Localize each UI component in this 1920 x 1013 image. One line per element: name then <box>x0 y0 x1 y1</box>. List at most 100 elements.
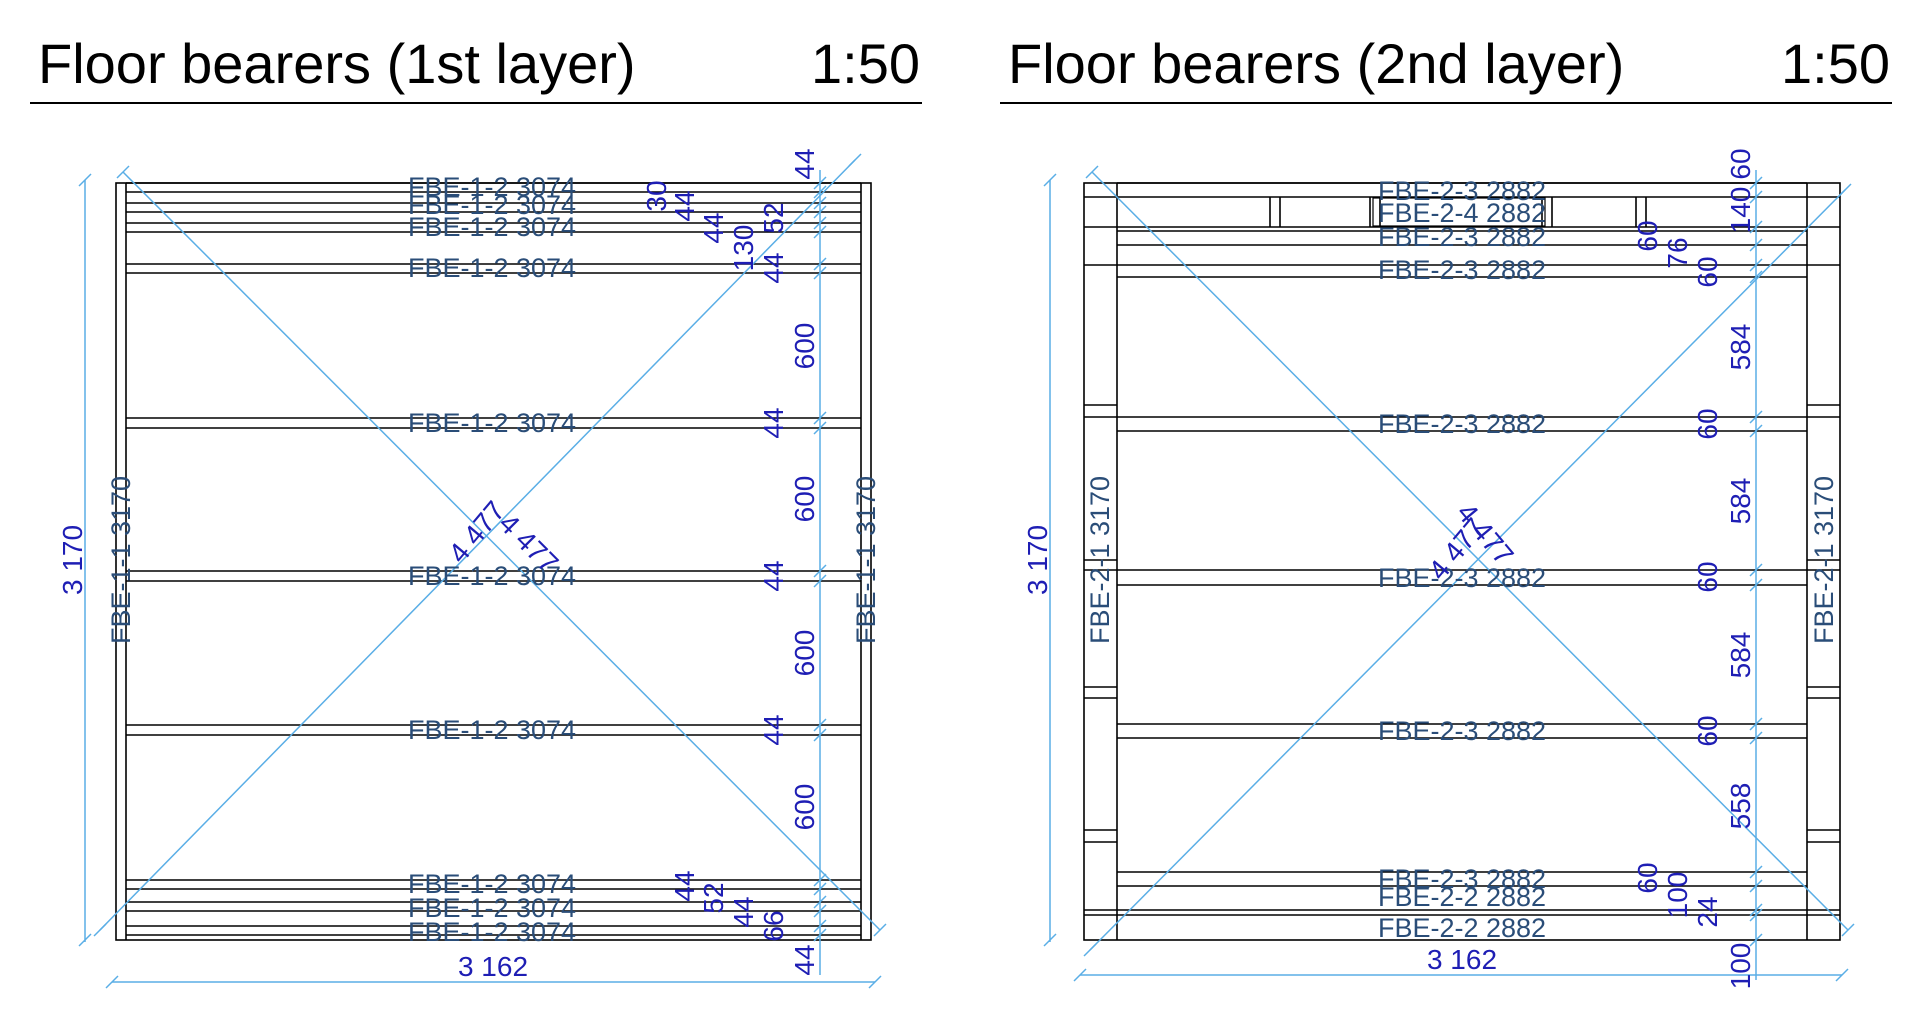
beam <box>1084 909 1840 916</box>
beam-label-box <box>1372 197 1546 227</box>
side-bearer-label: FBE-1-1 3170 <box>106 476 136 644</box>
plan-heading-1st-layer: Floor bearers (1st layer) 1:50 <box>30 30 922 104</box>
beam <box>126 263 861 274</box>
beam-label: FBE-2-2 2882 <box>1378 882 1546 912</box>
beam-label: FBE-1-2 3074 <box>408 715 576 745</box>
spacing-dim: 600 <box>789 630 820 677</box>
spacing-dim: 60 <box>1725 148 1756 179</box>
overall-height-dim: 3 170 <box>57 525 88 595</box>
beam-dim: 60 <box>1692 715 1723 746</box>
beam-label: FBE-1-2 3074 <box>408 253 576 283</box>
diagonal-line <box>1089 189 1846 951</box>
beam-label: FBE-2-3 2882 <box>1378 255 1546 285</box>
spacing-dim: 600 <box>789 476 820 523</box>
beam-dim: 60 <box>1692 408 1723 439</box>
beam <box>126 879 861 890</box>
beam <box>126 570 861 582</box>
overall-width-dim: 3 162 <box>458 951 528 982</box>
beam-dim: 60 <box>1632 220 1663 251</box>
beam-label: FBE-1-2 3074 <box>408 190 576 220</box>
beam <box>1117 723 1807 739</box>
plan-1st-layer <box>115 182 872 941</box>
beam-dim: 52 <box>698 882 729 913</box>
beam <box>126 724 861 736</box>
beam <box>1117 182 1807 198</box>
beam-label: FBE-2-2 2882 <box>1378 913 1546 943</box>
beam-labels-2: FBE-2-3 2882 FBE-2-4 2882 FBE-2-3 2882 F… <box>1378 176 1546 943</box>
spacing-dim: 44 <box>789 148 820 179</box>
spacing-dim: 44 <box>789 944 820 975</box>
beam-labels-1: FBE-1-2 3074 FBE-1-2 3074 FBE-1-2 3074 F… <box>408 172 576 947</box>
beam-label: FBE-1-2 3074 <box>408 893 576 923</box>
beam-dim: 60 <box>1692 256 1723 287</box>
beam <box>1117 871 1807 887</box>
diagonal-line <box>122 171 881 931</box>
beam-label: FBE-1-2 3074 <box>408 172 576 202</box>
beam-dim: 130 <box>728 225 759 272</box>
beam-label: FBE-1-2 3074 <box>408 561 576 591</box>
spacing-dim: 140 <box>1725 187 1756 234</box>
beam-dim: 66 <box>758 910 789 941</box>
beam-label: FBE-1-2 3074 <box>408 917 576 947</box>
beam-dim: 44 <box>698 212 729 243</box>
spacing-dim: 584 <box>1725 632 1756 679</box>
beam-dim: 100 <box>1662 872 1693 919</box>
beam <box>1117 416 1807 432</box>
beam-label: FBE-2-4 2882 <box>1378 198 1546 228</box>
overall-width-dim: 3 162 <box>1427 944 1497 975</box>
side-bearer-label: FBE-2-1 3170 <box>1085 476 1115 644</box>
plan-scale: 1:50 <box>811 32 920 95</box>
beam-dim: 44 <box>758 252 789 283</box>
plan-title: Floor bearers (2nd layer) <box>1008 32 1625 95</box>
beam-dim: 60 <box>1692 561 1723 592</box>
beam-label: FBE-2-3 2882 <box>1378 409 1546 439</box>
spacing-dim: 100 <box>1725 943 1756 990</box>
spacing-dims-1: 44 600 44 600 44 600 44 600 44 <box>758 148 820 975</box>
plan-title: Floor bearers (1st layer) <box>38 32 636 95</box>
spacing-dim: 44 <box>758 714 789 745</box>
beam-label: FBE-1-2 3074 <box>408 408 576 438</box>
beam-label: FBE-2-3 2882 <box>1378 222 1546 252</box>
beam-dim: 44 <box>669 190 700 221</box>
plan-scale: 1:50 <box>1781 32 1890 95</box>
diagonal-line <box>99 159 856 931</box>
beam-dims-2: 60 76 60 60 60 60 60 100 24 <box>1632 220 1723 927</box>
beam <box>126 901 861 912</box>
side-bearer-label: FBE-2-1 3170 <box>1809 476 1839 644</box>
blocking <box>1269 197 1647 227</box>
plan-2nd-layer <box>1083 182 1841 941</box>
guide-lines-1 <box>78 153 887 989</box>
beam-label: FBE-1-2 3074 <box>408 212 576 242</box>
beam-label: FBE-2-3 2882 <box>1378 563 1546 593</box>
side-block-marks <box>1084 196 1840 843</box>
beam-dims-1: 30 44 44 130 52 44 44 52 44 66 <box>641 180 789 941</box>
spacing-dim: 600 <box>789 784 820 831</box>
diagonal-line <box>1091 171 1849 931</box>
beam <box>126 222 861 233</box>
beam-label: FBE-2-3 2882 <box>1378 864 1546 894</box>
side-bearer-label: FBE-1-1 3170 <box>851 476 881 644</box>
beam-dim: 44 <box>669 870 700 901</box>
beam-dim: 60 <box>1632 862 1663 893</box>
overall-height-dim: 3 170 <box>1022 525 1053 595</box>
beam-label: FBE-1-2 3074 <box>408 869 576 899</box>
beam <box>126 182 861 193</box>
beam-dim: 30 <box>641 180 672 211</box>
guide-lines-2 <box>1043 165 1855 982</box>
beam <box>1117 226 1807 232</box>
spacing-dim: 584 <box>1725 324 1756 371</box>
spacing-dim: 44 <box>758 560 789 591</box>
beam-label: FBE-2-3 2882 <box>1378 176 1546 206</box>
beam-label: FBE-2-3 2882 <box>1378 716 1546 746</box>
beam <box>126 925 861 936</box>
spacing-dim: 558 <box>1725 783 1756 830</box>
spacing-dims-2: 60 140 584 584 584 558 100 <box>1725 148 1756 989</box>
spacing-dim: 600 <box>789 323 820 370</box>
beam <box>1117 264 1807 278</box>
beam-dim: 52 <box>758 202 789 233</box>
spacing-dim: 44 <box>758 407 789 438</box>
beam-dim: 44 <box>728 896 759 927</box>
plan-heading-2nd-layer: Floor bearers (2nd layer) 1:50 <box>1000 30 1892 104</box>
